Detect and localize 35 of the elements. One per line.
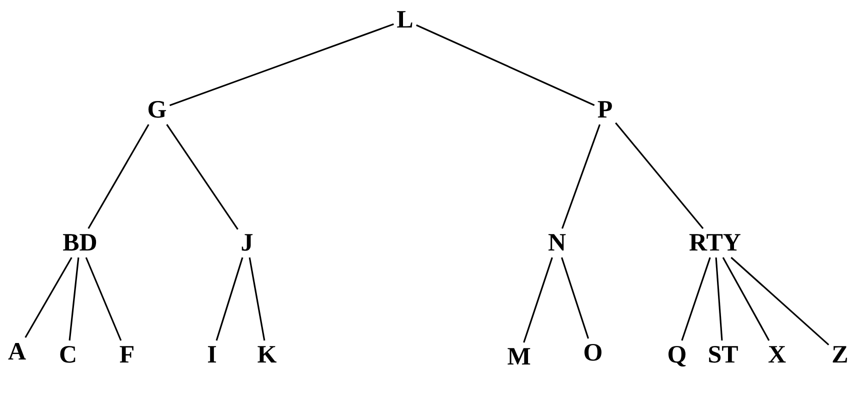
tree-edge [715, 257, 723, 341]
node-key: I [204, 340, 220, 370]
tree-edge [722, 257, 770, 341]
tree-edge [166, 124, 238, 230]
node-key: M [504, 342, 534, 372]
node-key: P [594, 96, 616, 124]
tree-edge [88, 124, 150, 229]
tree-edge [560, 257, 590, 339]
node-key: Q [664, 340, 690, 370]
tree-edge [681, 257, 711, 341]
node-key: F [116, 340, 138, 370]
tree-edge [169, 23, 394, 106]
node-key: O [580, 338, 606, 368]
tree-edge [416, 24, 595, 106]
tree-edge [523, 257, 553, 343]
node-key: ST [704, 340, 742, 370]
tree-edge [561, 124, 601, 229]
node-key: BD [60, 228, 100, 258]
tree-edge [85, 257, 122, 341]
tree-edge [730, 256, 830, 346]
tree-edge [248, 257, 266, 341]
node-key: G [144, 96, 170, 124]
node-key: X [764, 340, 790, 370]
tree-edge [216, 257, 244, 341]
tree-edge [24, 257, 72, 338]
node-key: L [394, 6, 416, 34]
node-key: RTY [686, 228, 744, 258]
node-key: J [238, 228, 256, 258]
tree-edge [615, 122, 704, 229]
node-key: A [4, 338, 30, 366]
node-key: K [254, 340, 280, 370]
node-key: Z [828, 340, 852, 370]
tree-edge [68, 257, 80, 341]
node-key: N [544, 228, 570, 258]
node-key: C [56, 340, 80, 370]
